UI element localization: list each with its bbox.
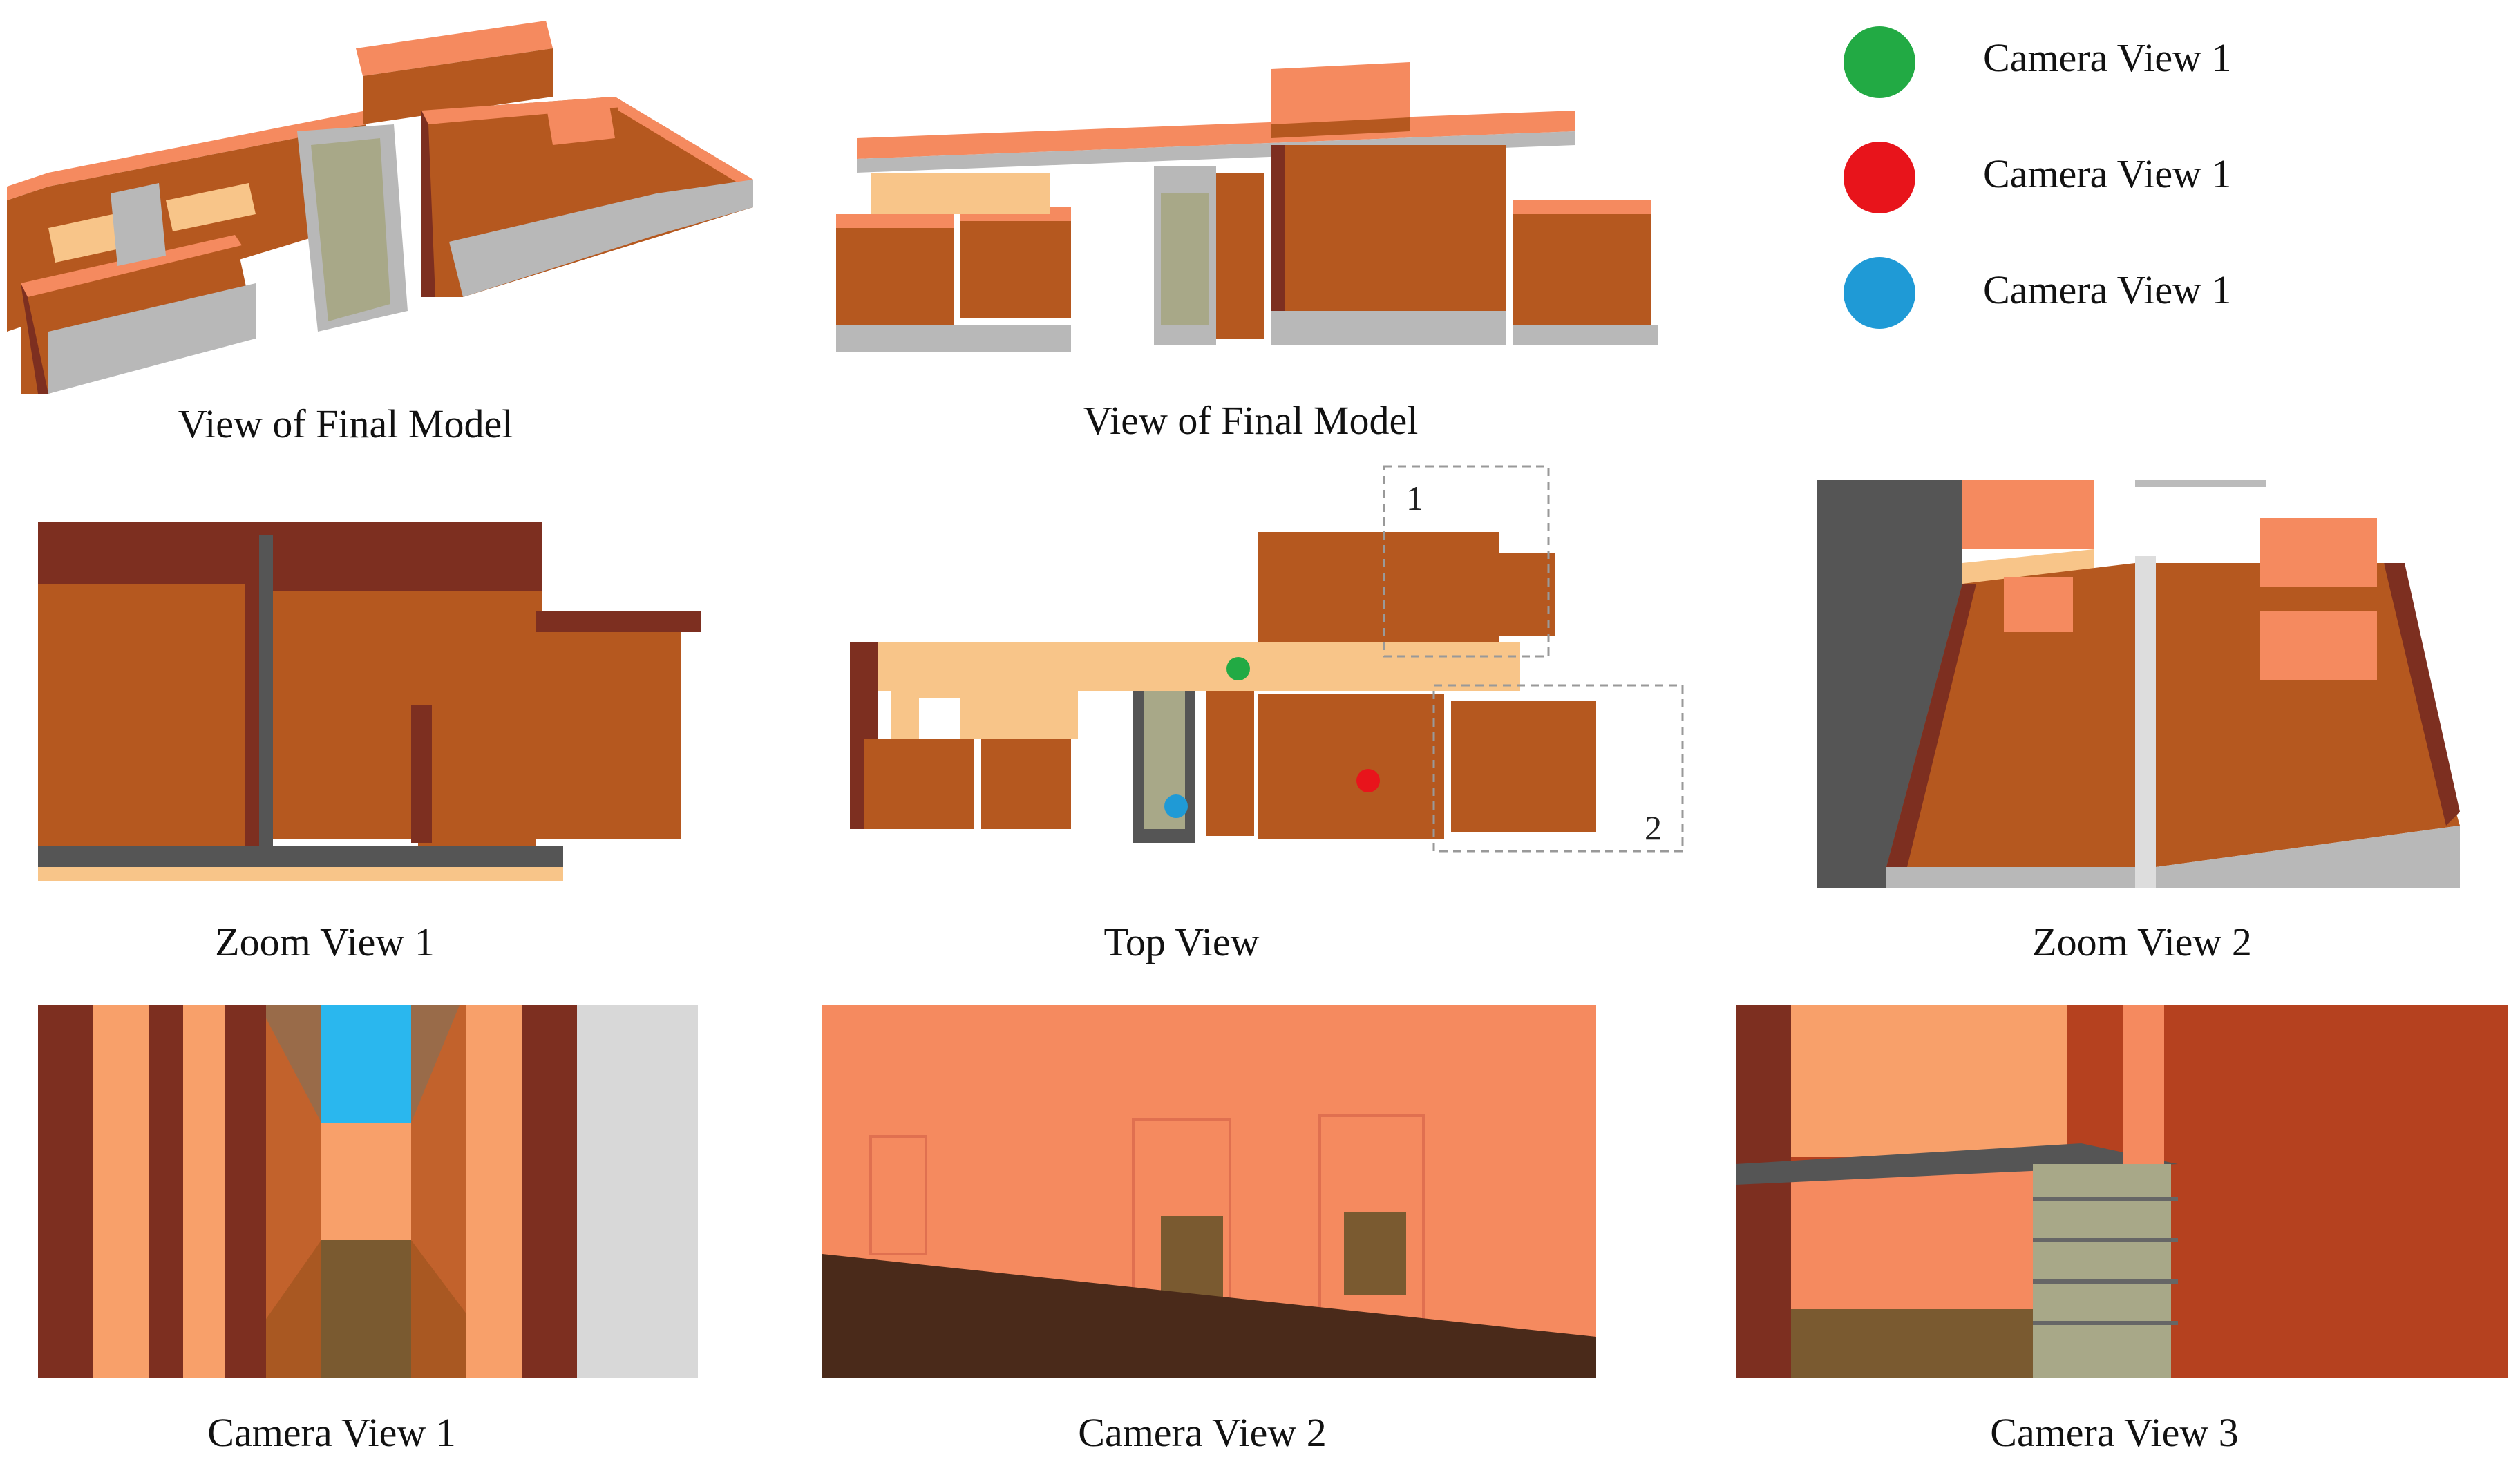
- legend-label-1: Camera View 1: [1983, 35, 2232, 80]
- camera-view-3: [1736, 1005, 2508, 1378]
- legend-label-3: Camera View 1: [1983, 267, 2232, 312]
- final-model-view-1: [7, 7, 753, 394]
- zoom-view-1: [38, 522, 701, 881]
- zoom-view-2: [1817, 480, 2460, 888]
- top-view: 1 2: [843, 463, 1686, 857]
- legend-label-2: Camera View 1: [1983, 151, 2232, 196]
- camera-view-1-caption: Camera View 1: [207, 1410, 456, 1455]
- zoom-box-label-2: 2: [1645, 808, 1662, 847]
- legend-dot-blue: [1844, 257, 1915, 329]
- zoom-box-label-1: 1: [1406, 479, 1423, 517]
- camera-view-3-caption: Camera View 3: [1990, 1410, 2239, 1455]
- legend-dot-red: [1844, 142, 1915, 213]
- legend-dot-green: [1844, 26, 1915, 98]
- camera-view-2-caption: Camera View 2: [1078, 1410, 1327, 1455]
- zoom-view-1-caption: Zoom View 1: [215, 920, 435, 964]
- camera-view-2: [822, 1005, 1596, 1378]
- final-model-caption-1: View of Final Model: [178, 401, 513, 446]
- top-view-caption: Top View: [1103, 920, 1260, 964]
- zoom-view-2-caption: Zoom View 2: [2032, 920, 2252, 964]
- final-model-caption-2: View of Final Model: [1083, 398, 1419, 443]
- final-model-view-2: [829, 55, 1665, 352]
- camera-view-1: [38, 1005, 698, 1378]
